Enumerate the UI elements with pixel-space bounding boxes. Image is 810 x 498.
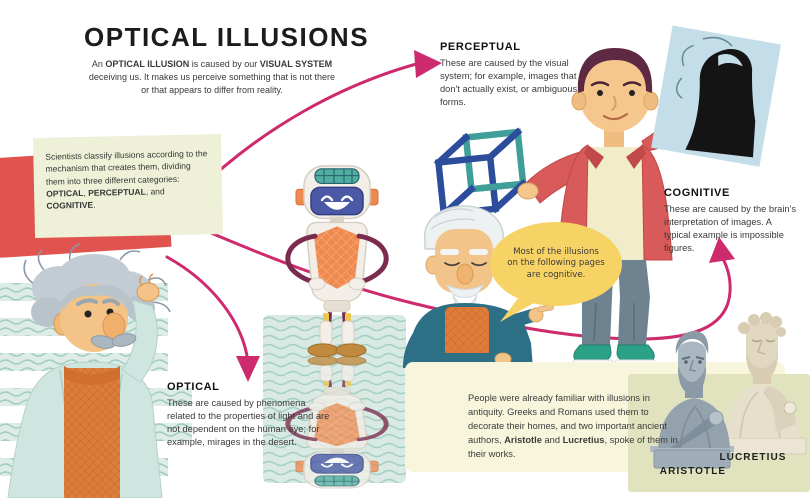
optical-heading: OPTICAL: [167, 381, 220, 393]
arrowhead-perceptual: [414, 50, 442, 78]
arrow-to-optical: [165, 255, 250, 364]
cognitive-section: COGNITIVE These are caused by the brain'…: [664, 187, 800, 255]
perceptual-body: These are caused by the visual system; f…: [440, 58, 578, 108]
aristotle-bust: [650, 331, 734, 469]
cognitive-heading: COGNITIVE: [664, 187, 730, 199]
impossible-cube-icon: [433, 127, 528, 219]
lucretius-label: LUCRETIUS: [719, 452, 787, 463]
aristotle-label: ARISTOTLE: [659, 466, 727, 477]
arrow-to-perceptual: [194, 61, 422, 194]
page-title: OPTICAL ILLUSIONS: [84, 22, 370, 52]
intro-text: An OPTICAL ILLUSION is caused by our VIS…: [88, 59, 336, 96]
boy-illustration: [517, 48, 699, 366]
speech-bubble: Most of the illusions on the following p…: [490, 222, 622, 306]
history-note-text: People were already familiar with illusi…: [468, 393, 678, 459]
perceptual-section: PERCEPTUAL These are caused by the visua…: [440, 41, 580, 109]
classification-note-text: Scientists classify illusions according …: [45, 148, 208, 211]
lucretius-bust: [717, 312, 807, 455]
arrowhead-optical: [236, 356, 260, 382]
optical-body: These are caused by phenomena related to…: [167, 398, 330, 448]
optical-section: OPTICAL These are caused by phenomena re…: [167, 381, 335, 449]
robot-illustration: [285, 165, 389, 358]
speech-bubble-text: Most of the illusions on the following p…: [507, 246, 605, 280]
cognitive-body: These are caused by the brain's interpre…: [664, 204, 797, 254]
classification-note: Scientists classify illusions according …: [32, 134, 224, 238]
arrowhead-cognitive: [709, 237, 735, 263]
perceptual-heading: PERCEPTUAL: [440, 41, 521, 53]
ambiguous-portrait: [651, 25, 781, 167]
scientist-illustration: [7, 243, 171, 498]
